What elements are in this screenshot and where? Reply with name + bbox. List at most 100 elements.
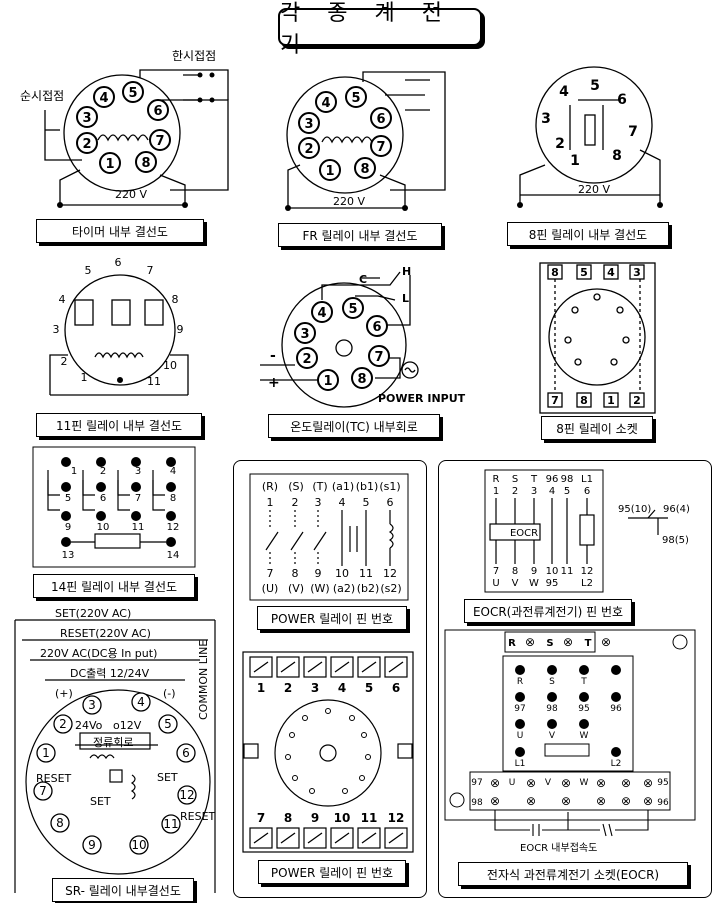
eocr-socket-grid: R — [517, 677, 523, 687]
power1-top-num: 2 — [292, 496, 299, 509]
tc-c-label: C — [359, 273, 367, 286]
pin8-pin: 7 — [628, 124, 638, 140]
timer-pin: 3 — [76, 106, 98, 128]
sr-ac-label: 220V AC(DC용 In put) — [40, 647, 157, 660]
eocr-socket-left-num: 98 — [471, 798, 483, 808]
fr-pin: 5 — [345, 86, 367, 108]
power1-top-label: (S) — [288, 480, 304, 493]
tc-pin: 7 — [368, 345, 390, 367]
power2-top-num: 5 — [365, 681, 373, 695]
eocr-top-num: 5 — [564, 486, 570, 497]
power2-bottom-num: 11 — [361, 811, 378, 825]
eocr-socket-grid: 97 — [514, 704, 525, 714]
pin11-pin: 7 — [147, 264, 154, 277]
fr-pin: 8 — [354, 157, 376, 179]
sr-pin: 8 — [50, 813, 70, 833]
socket8-bottom-pin: 2 — [633, 394, 641, 407]
eocr-top-num: 1 — [493, 486, 499, 497]
eocr-bot-letter: L2 — [581, 578, 593, 589]
svg-text:9: 9 — [88, 838, 96, 852]
sr-pin: 12 — [177, 785, 197, 805]
eocr-socket-grid: U — [517, 731, 524, 741]
svg-text:4: 4 — [317, 306, 326, 321]
power-relay-panel — [233, 460, 427, 898]
pin14-pin: 1 — [71, 466, 77, 477]
tc-pin: 4 — [311, 301, 333, 323]
sr-plus: (+) — [55, 687, 73, 700]
power2-top-num: 6 — [392, 681, 400, 695]
pin14-pin: 9 — [65, 522, 71, 533]
pin8-pin: 8 — [612, 148, 622, 164]
power1-bot-label: (W) — [310, 582, 329, 595]
fr-pin: 2 — [298, 137, 320, 159]
pin14-pin: 13 — [62, 550, 75, 561]
svg-text:⊗: ⊗ — [596, 794, 606, 808]
svg-text:11: 11 — [163, 817, 178, 831]
power1-bot-num: 7 — [267, 567, 274, 580]
power2-bottom-num: 7 — [257, 811, 265, 825]
tc-pin: 3 — [294, 322, 316, 344]
socket8-top-pin: 3 — [633, 266, 641, 279]
svg-text:7: 7 — [374, 350, 383, 365]
pin14-pin: 6 — [100, 493, 106, 504]
svg-text:6: 6 — [372, 320, 381, 335]
eocr-socket-right-num: 96 — [657, 798, 669, 808]
sr-pin: 11 — [161, 814, 181, 834]
power2-bottom-num: 9 — [311, 811, 319, 825]
eocr-inner-note: EOCR 내부접속도 — [520, 842, 597, 854]
svg-text:⊗: ⊗ — [621, 794, 631, 808]
power1-bot-num: 12 — [383, 567, 397, 580]
sr-set-left: SET — [90, 795, 111, 808]
tc-power-input: POWER INPUT — [378, 392, 466, 405]
power1-bot-label: (a2) — [333, 582, 355, 595]
sr-minus: (-) — [163, 687, 176, 700]
caption-fr: FR 릴레이 내부 결선도 — [278, 223, 442, 247]
tc-minus: - — [270, 348, 276, 364]
sr-pin: 10 — [129, 835, 149, 855]
power1-bot-label: (V) — [288, 582, 304, 595]
pin11-pin: 9 — [177, 323, 184, 336]
caption-tc: 온도릴레이(TC) 내부회로 — [268, 414, 440, 438]
svg-text:3: 3 — [88, 698, 96, 712]
svg-text:⊗: ⊗ — [490, 794, 500, 808]
svg-text:3: 3 — [304, 117, 313, 132]
power1-bot-num: 8 — [292, 567, 299, 580]
pin11-pin: 6 — [115, 256, 122, 269]
svg-text:6: 6 — [153, 104, 162, 119]
eocr-panel — [438, 460, 712, 898]
caption-timer: 타이머 내부 결선도 — [36, 219, 204, 243]
eocr-bot-num: 11 — [561, 566, 574, 577]
caption-power-pin-1: POWER 릴레이 핀 번호 — [257, 606, 407, 630]
power1-top-label: (T) — [312, 480, 327, 493]
sr-reset-right: RESET — [180, 810, 216, 823]
svg-text:4: 4 — [137, 695, 145, 709]
tc-h-label: H — [402, 265, 411, 278]
sr-pin: 9 — [82, 835, 102, 855]
sr-dc-label: DC출력 12/24V — [70, 667, 150, 680]
eocr-bot-letter: V — [512, 578, 519, 589]
caption-eocr-socket: 전자식 과전류계전기 소켓(EOCR) — [458, 862, 688, 886]
fr-pin: 7 — [370, 135, 392, 157]
tc-pin: 1 — [317, 369, 339, 391]
caption-power-pin-2: POWER 릴레이 핀 번호 — [258, 860, 406, 884]
svg-text:⊗: ⊗ — [621, 776, 631, 790]
power1-top-num: 3 — [315, 496, 322, 509]
eocr-bot-letter: W — [529, 578, 539, 589]
pin14-pin: 12 — [167, 522, 180, 533]
eocr-top-letter: S — [512, 474, 518, 485]
tc-l-label: L — [402, 292, 409, 305]
pin11-pin: 1 — [81, 371, 88, 384]
caption-eocr-pin: EOCR(과전류계전기) 핀 번호 — [464, 599, 632, 623]
sr-rectifier: 정류회로 — [93, 736, 133, 749]
sr-pin: 1 — [36, 743, 56, 763]
sr-set-label: SET(220V AC) — [55, 607, 131, 620]
svg-text:3: 3 — [300, 327, 309, 342]
power1-top-label: (s1) — [379, 480, 400, 493]
caption-pin14: 14핀 릴레이 내부 결선도 — [33, 574, 195, 598]
